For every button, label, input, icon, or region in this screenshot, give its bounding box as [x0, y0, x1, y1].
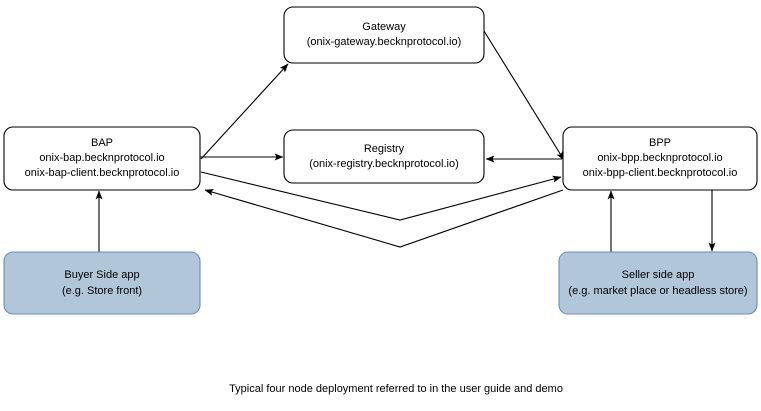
- edges-layer: [95, 30, 716, 252]
- node-buyer-app[interactable]: Buyer Side app (e.g. Store front): [3, 251, 201, 315]
- node-bpp-client-host: onix-bpp-client.becknprotocol.io: [583, 167, 738, 179]
- node-bap-box[interactable]: [3, 126, 201, 191]
- node-gateway-box[interactable]: [283, 6, 485, 64]
- edge-bpp-to-bap-lower: [204, 188, 564, 248]
- edge-gateway-to-bpp: [483, 30, 565, 161]
- node-bap-title: BAP: [91, 137, 113, 149]
- node-bap-client-host: onix-bap-client.becknprotocol.io: [25, 167, 180, 179]
- node-bpp-box[interactable]: [562, 126, 758, 191]
- node-buyer-app-subtitle: (e.g. Store front): [62, 285, 142, 297]
- node-registry[interactable]: Registry (onix-registry.becknprotocol.io…: [283, 129, 485, 184]
- node-seller-app[interactable]: Seller side app (e.g. market place or he…: [558, 251, 758, 315]
- node-gateway[interactable]: Gateway (onix-gateway.becknprotocol.io): [283, 6, 485, 64]
- node-registry-box[interactable]: [283, 129, 485, 184]
- node-registry-title: Registry: [364, 143, 405, 155]
- node-bpp[interactable]: BPP onix-bpp.becknprotocol.io onix-bpp-c…: [562, 126, 758, 191]
- node-seller-app-subtitle: (e.g. market place or headless store): [568, 285, 747, 297]
- node-bap[interactable]: BAP onix-bap.becknprotocol.io onix-bap-c…: [3, 126, 201, 191]
- node-buyer-app-box[interactable]: [3, 251, 201, 315]
- edge-bap-to-gateway: [200, 63, 289, 160]
- node-seller-app-title: Seller side app: [622, 269, 695, 281]
- edge-bap-to-bpp-lower: [200, 171, 562, 221]
- node-gateway-title: Gateway: [362, 21, 406, 33]
- node-seller-app-box[interactable]: [558, 251, 758, 315]
- diagram-caption: Typical four node deployment referred to…: [229, 383, 563, 395]
- node-gateway-host: (onix-gateway.becknprotocol.io): [307, 36, 461, 48]
- node-bpp-title: BPP: [649, 137, 671, 149]
- node-bpp-host: onix-bpp.becknprotocol.io: [597, 152, 722, 164]
- node-bap-host: onix-bap.becknprotocol.io: [39, 152, 164, 164]
- node-buyer-app-title: Buyer Side app: [64, 269, 139, 281]
- node-registry-host: (onix-registry.becknprotocol.io): [309, 158, 459, 170]
